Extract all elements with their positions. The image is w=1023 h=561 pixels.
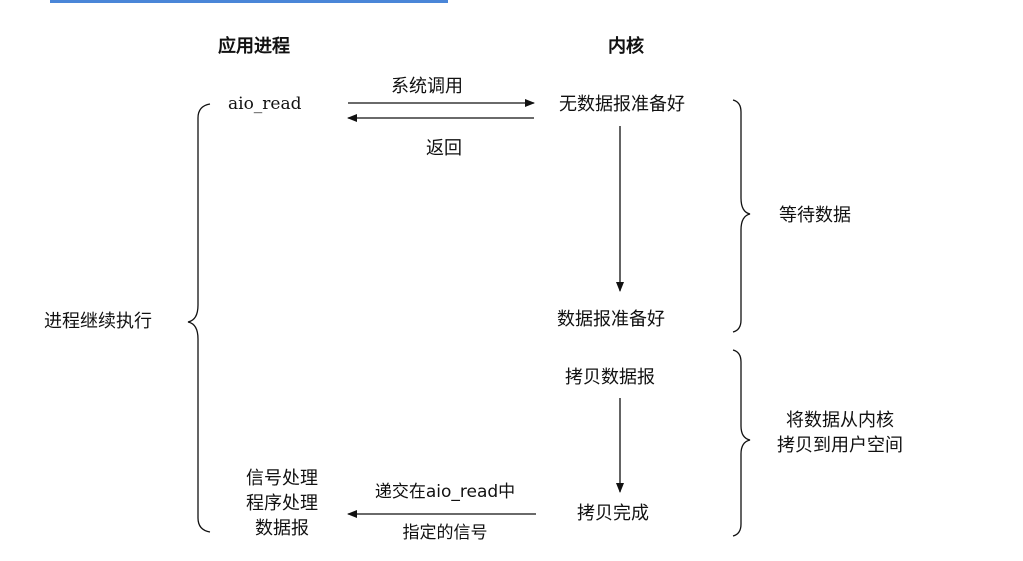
signal-handler-line-1: 信号处理: [246, 468, 318, 489]
deliver-label-line-1: 递交在aio_read中: [374, 482, 516, 502]
copy-datagram-label: 拷贝数据报: [565, 367, 655, 388]
signal-handler-line-3: 数据报: [255, 518, 309, 539]
return-label: 返回: [426, 138, 462, 159]
signal-handler-line-2: 程序处理: [246, 493, 318, 514]
syscall-label: 系统调用: [391, 76, 463, 97]
continue-exec-label: 进程继续执行: [44, 311, 152, 332]
wait-data-brace: [732, 99, 751, 333]
copy-phase-line-1: 将数据从内核: [786, 410, 894, 431]
wait-data-label: 等待数据: [779, 205, 851, 226]
datagram-ready-label: 数据报准备好: [557, 309, 665, 330]
aio-read-label: aio_read: [228, 94, 302, 114]
no-datagram-label: 无数据报准备好: [559, 94, 685, 115]
kernel-header: 内核: [608, 36, 644, 57]
continue-exec-brace: [187, 103, 211, 533]
copy-done-label: 拷贝完成: [577, 503, 649, 524]
top-accent-bar: [50, 0, 448, 3]
app-process-header: 应用进程: [218, 36, 290, 57]
copy-phase-brace: [732, 349, 751, 537]
copy-phase-line-2: 拷贝到用户空间: [777, 435, 903, 456]
deliver-label-line-2: 指定的信号: [402, 523, 488, 543]
